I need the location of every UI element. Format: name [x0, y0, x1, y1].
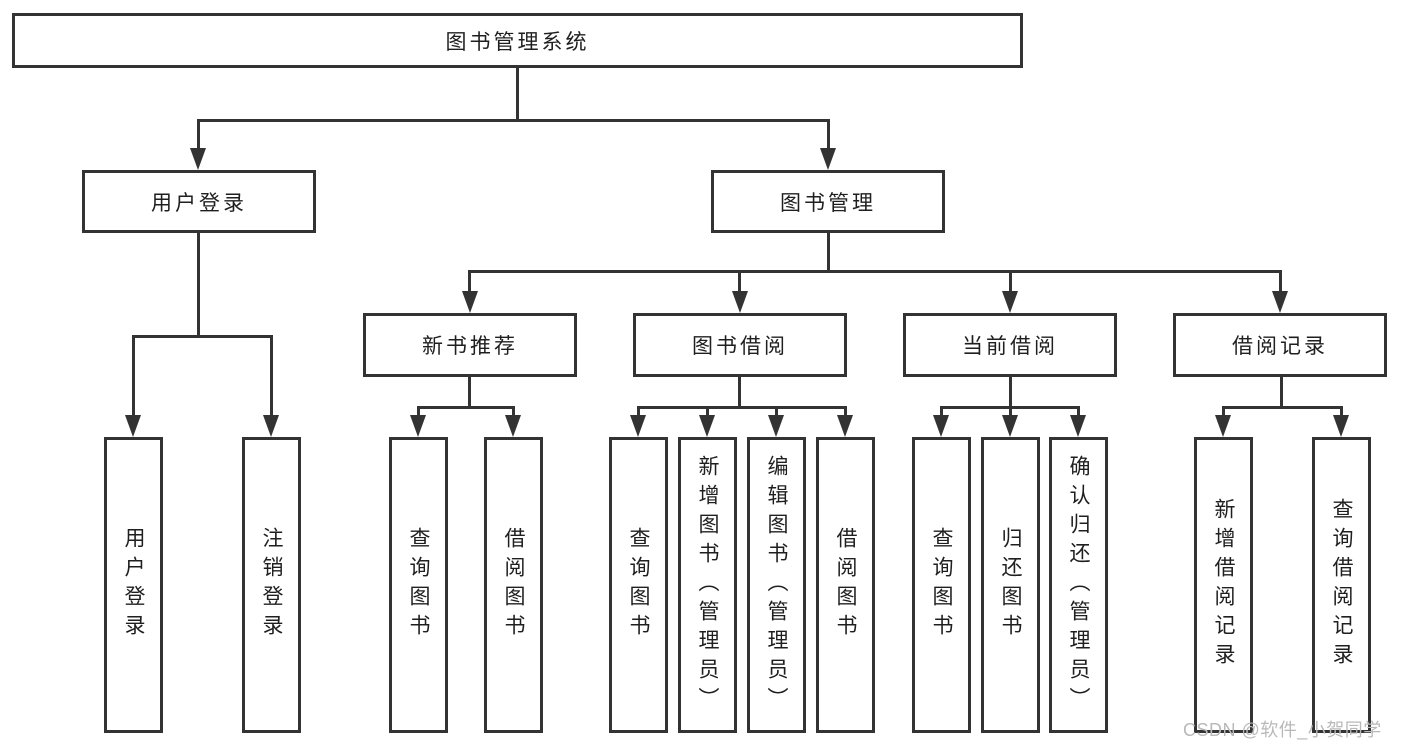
connector-line	[1009, 270, 1012, 291]
connector-line	[468, 270, 471, 291]
node-cb-confirm-return: 确认归还（管理员）	[1049, 437, 1108, 733]
arrowhead-icon	[732, 291, 748, 313]
connector-line	[637, 406, 847, 409]
connector-line	[1280, 377, 1283, 408]
node-user-login: 用户登录	[82, 170, 316, 233]
connector-line	[512, 406, 515, 415]
node-br-add-record: 新增借阅记录	[1194, 437, 1253, 733]
connector-line	[1340, 406, 1343, 415]
node-root: 图书管理系统	[12, 13, 1023, 68]
connector-line	[1009, 406, 1012, 415]
arrowhead-icon	[1002, 415, 1018, 437]
connector-line	[775, 406, 778, 415]
node-nb-query-book: 查询图书	[389, 437, 448, 733]
connector-line	[516, 68, 519, 121]
connector-line	[1222, 406, 1343, 409]
arrowhead-icon	[837, 415, 853, 437]
arrowhead-icon	[125, 415, 141, 437]
connector-line	[1009, 377, 1012, 408]
connector-line	[197, 119, 200, 148]
arrowhead-icon	[630, 415, 646, 437]
node-current-borrow: 当前借阅	[903, 313, 1117, 377]
arrowhead-icon	[1333, 415, 1349, 437]
node-book-borrow: 图书借阅	[633, 313, 847, 377]
connector-line	[827, 119, 830, 148]
connector-line	[706, 406, 709, 415]
arrowhead-icon	[462, 291, 478, 313]
node-cb-query-book: 查询图书	[912, 437, 971, 733]
arrowhead-icon	[1215, 415, 1231, 437]
connector-line	[1279, 270, 1282, 291]
arrowhead-icon	[1272, 291, 1288, 313]
connector-line	[637, 406, 640, 415]
arrowhead-icon	[1002, 291, 1018, 313]
connector-line	[197, 119, 830, 122]
arrowhead-icon	[768, 415, 784, 437]
node-book-management: 图书管理	[711, 170, 945, 233]
connector-line	[197, 233, 200, 336]
connector-line	[738, 270, 741, 291]
node-bb-borrow-book: 借阅图书	[816, 437, 875, 733]
watermark: CSDN @软件_小贺同学	[1183, 720, 1382, 740]
connector-line	[417, 406, 420, 415]
connector-line	[827, 233, 830, 272]
node-borrow-record: 借阅记录	[1173, 313, 1387, 377]
arrowhead-icon	[1070, 415, 1086, 437]
node-br-query-record: 查询借阅记录	[1312, 437, 1371, 733]
connector-line	[844, 406, 847, 415]
arrowhead-icon	[190, 148, 206, 170]
node-new-book-recommend: 新书推荐	[363, 313, 577, 377]
arrowhead-icon	[699, 415, 715, 437]
node-ul-user-login: 用户登录	[104, 437, 163, 733]
connector-line	[940, 406, 943, 415]
connector-line	[132, 335, 273, 338]
arrowhead-icon	[933, 415, 949, 437]
connector-line	[417, 406, 515, 409]
node-cb-return-book: 归还图书	[981, 437, 1040, 733]
connector-line	[738, 377, 741, 408]
arrowhead-icon	[410, 415, 426, 437]
node-bb-add-book: 新增图书（管理员）	[678, 437, 737, 733]
node-ul-logout: 注销登录	[242, 437, 301, 733]
connector-line	[132, 335, 135, 415]
node-bb-edit-book: 编辑图书（管理员）	[747, 437, 806, 733]
arrowhead-icon	[505, 415, 521, 437]
arrowhead-icon	[263, 415, 279, 437]
connector-line	[1222, 406, 1225, 415]
node-bb-query-book: 查询图书	[609, 437, 668, 733]
node-nb-borrow-book: 借阅图书	[484, 437, 543, 733]
arrowhead-icon	[820, 148, 836, 170]
connector-line	[468, 270, 1282, 273]
connector-line	[270, 335, 273, 415]
connector-line	[1077, 406, 1080, 415]
connector-line	[468, 377, 471, 408]
